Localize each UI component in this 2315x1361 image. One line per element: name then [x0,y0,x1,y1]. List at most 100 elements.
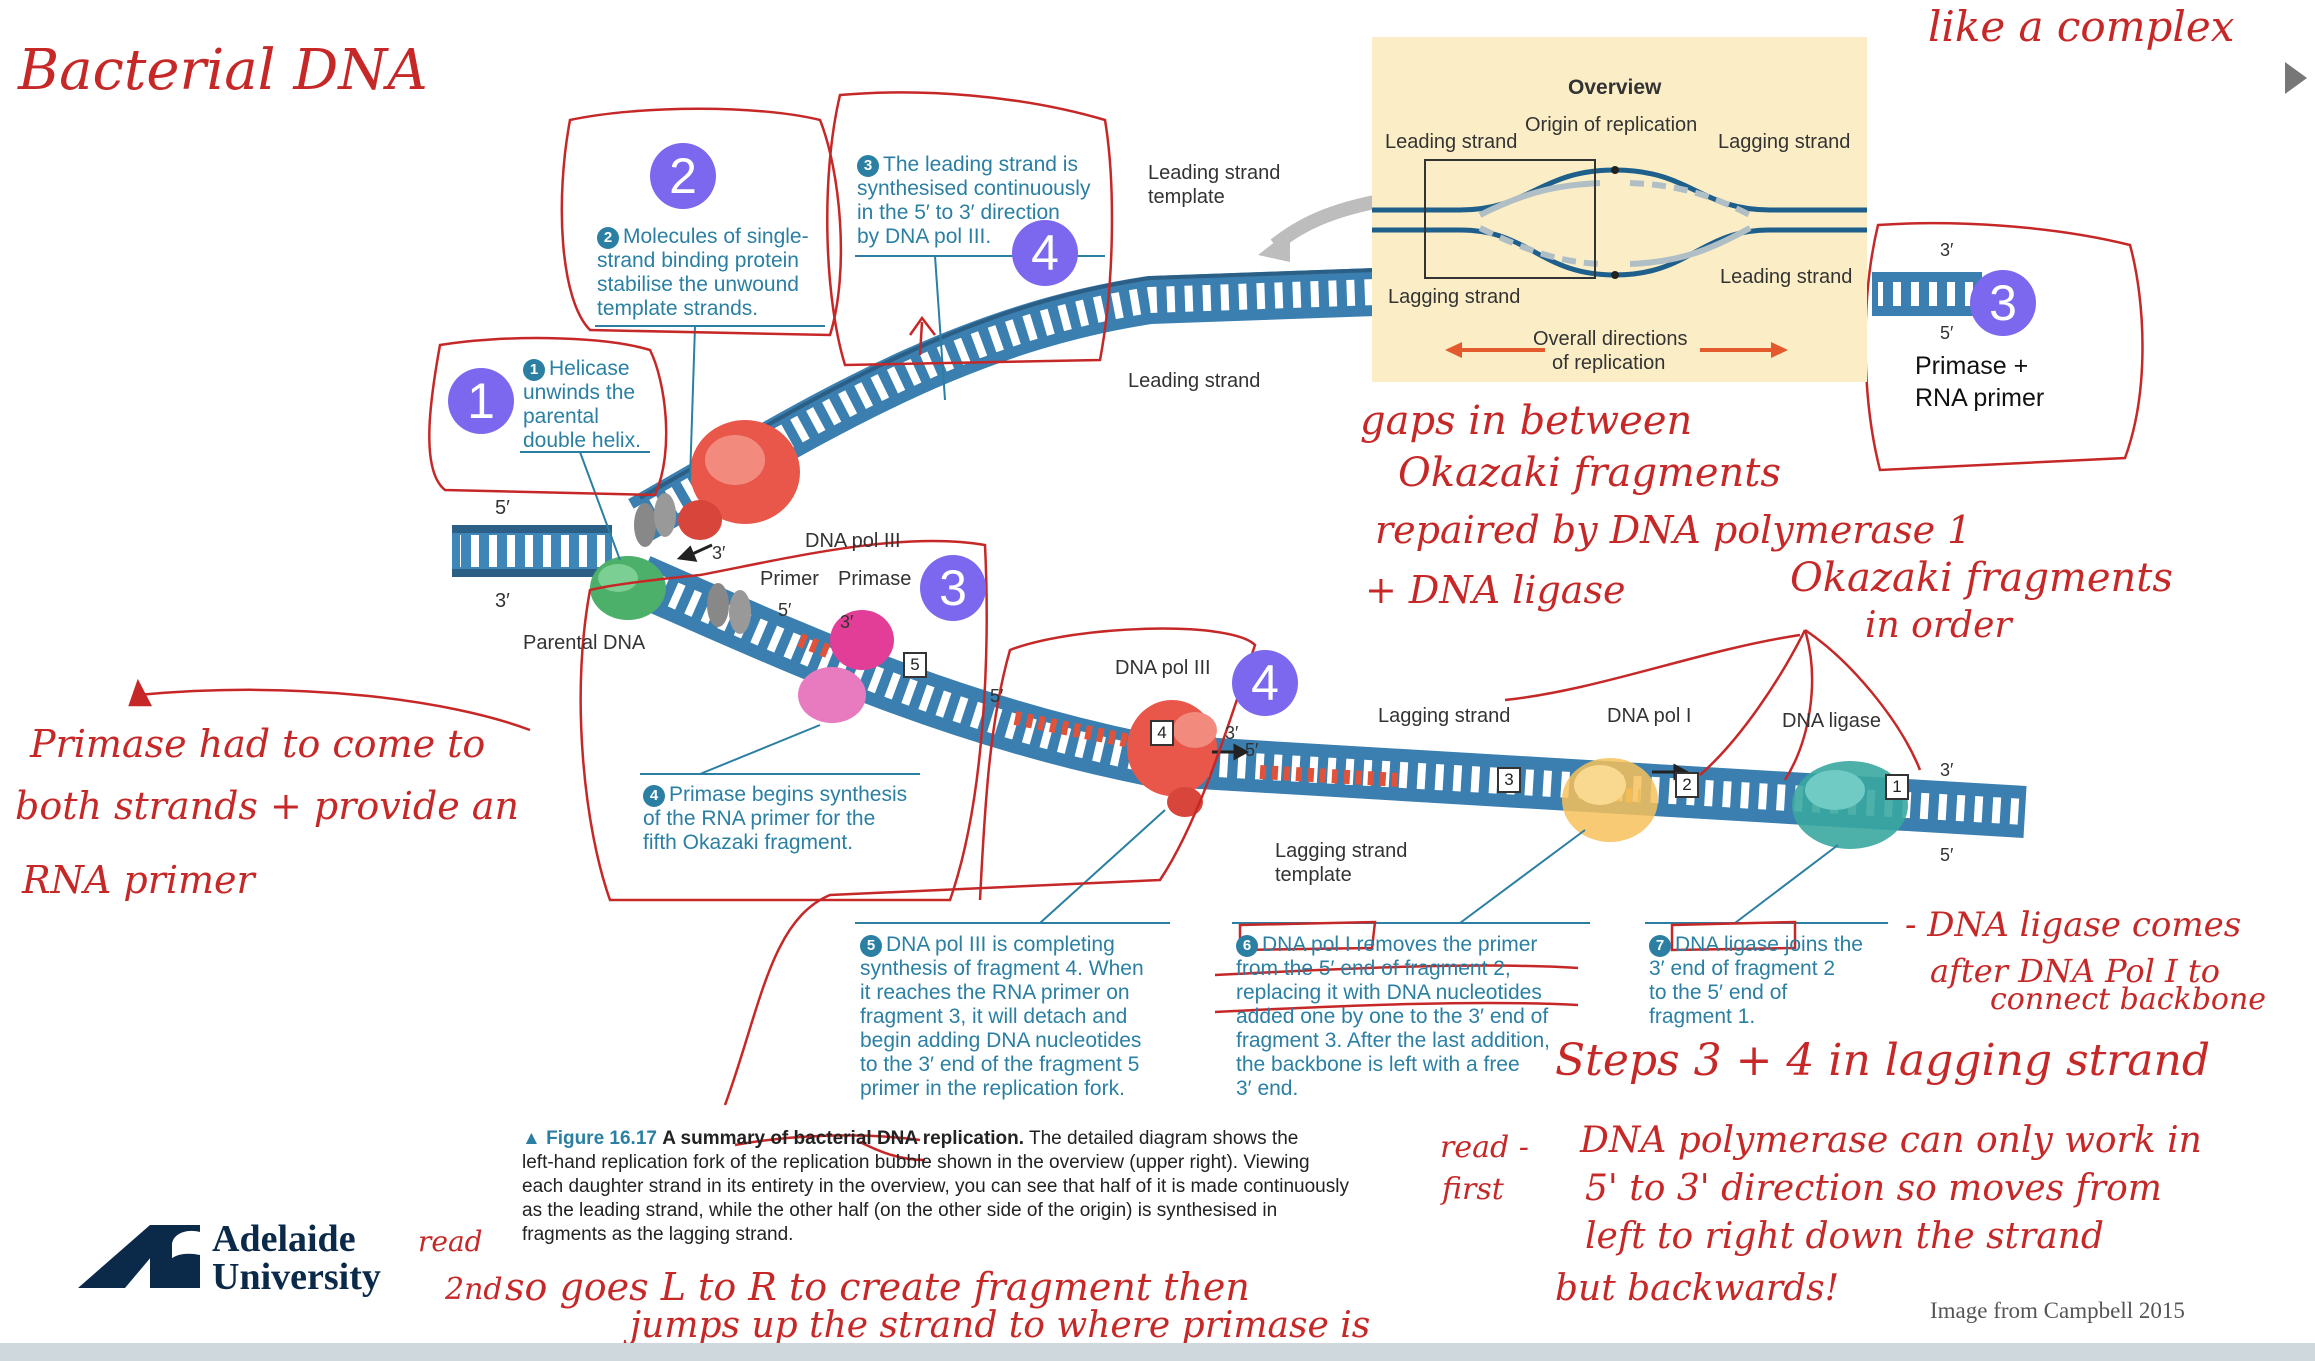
label-3prime-primase: 3′ [840,612,854,632]
label-5prime-lagging: 5′ [990,686,1004,706]
label-dna-ligase: DNA ligase [1782,710,1881,732]
label-5prime-top-right: 5′ [1940,323,1954,343]
dna-pol-iii-middle [1127,700,1217,817]
single-strand-binding-proteins [634,493,751,634]
step-2-number: 2 [597,227,619,249]
dna-pol-i [1562,758,1658,842]
fragment-number-1: 1 [1885,774,1909,800]
step-6-number: 6 [1236,935,1258,957]
dna-pol-iii-top [678,420,800,540]
figure-caption: ▲ Figure 16.17 A summary of bacterial DN… [522,1128,1349,1245]
label-primase: Primase [838,568,912,590]
badge-4-top: 4 [1012,220,1078,286]
label-5prime-left: 5′ [495,497,510,519]
handwritten-top-right: like a complex [1928,2,2235,51]
label-5prime-primer: 5′ [778,600,792,620]
overview-title: Overview [1568,76,1662,99]
step-3-number: 3 [857,155,879,177]
label-leading-template-1: Leading strand [1148,162,1281,184]
helicase [590,556,666,620]
bottom-scroll-bar[interactable] [0,1343,2315,1361]
note-repaired-1: repaired by DNA polymerase 1 [1375,508,1972,552]
label-dna-pol-iii-top: DNA pol III [805,530,901,552]
step-4-number: 4 [643,785,665,807]
overview-directions-1: Overall directions [1533,328,1688,350]
label-5prime-right: 5′ [1940,845,1954,865]
label-lagging-template-2: template [1275,864,1352,886]
overview-directions-2: of replication [1552,352,1666,374]
note-ligase-2: after DNA Pol I to [1930,952,2220,990]
badge-1: 1 [448,368,514,434]
label-leading-template-2: template [1148,186,1225,208]
note-polymerase-3: left to right down the strand [1585,1216,2104,1257]
label-3prime-pol: 3′ [712,543,726,563]
note-primase-1: Primase had to come to [30,722,486,766]
step-7-number: 7 [1649,935,1671,957]
image-credit: Image from Campbell 2015 [1930,1298,2185,1323]
overview-lagging-left: Lagging strand [1388,286,1521,308]
fragment-number-4: 4 [1150,720,1174,746]
label-parental-dna: Parental DNA [523,632,646,654]
note-primase-2: both strands + provide an [15,784,519,828]
primase [798,610,894,723]
note-repaired-2: + DNA ligase [1365,568,1626,612]
handwritten-title: Bacterial DNA [18,38,428,103]
badge-2: 2 [650,143,716,209]
badge-4-middle: 4 [1232,650,1298,716]
overview-arrow [1270,193,1387,251]
overview-lagging-right: Lagging strand [1718,131,1851,153]
fragment-number-3: 3 [1497,767,1521,793]
adelaide-logo: Adelaide University [212,1220,381,1296]
note-okazaki-2: in order [1865,605,2012,646]
parental-dna [452,525,612,577]
note-read-2nd-2: 2nd [445,1272,503,1307]
note-polymerase-1: DNA polymerase can only work in [1580,1120,2202,1161]
note-primase-3: RNA primer [22,858,255,902]
label-3prime-left: 3′ [495,590,510,612]
label-3prime-right: 3′ [1940,760,1954,780]
fragment-number-5: 5 [903,652,927,678]
figure-title: A summary of bacterial DNA replication. [662,1128,1025,1149]
overview-origin: Origin of replication [1525,114,1698,136]
note-okazaki-1: Okazaki fragments [1790,555,2173,601]
label-dna-pol-iii-mid: DNA pol III [1115,657,1211,679]
adelaide-logo-mark [78,1225,200,1288]
label-primase-rna-2: RNA primer [1915,384,2045,412]
label-lagging-strand: Lagging strand [1378,705,1511,727]
note-polymerase-2: 5' to 3' direction so moves from [1585,1168,2162,1209]
note-read-first-1: read - [1440,1130,1529,1165]
note-ligase-1: - DNA ligase comes [1905,905,2242,945]
label-3prime-mid: 3′ [1225,723,1239,743]
step-1-number: 1 [523,359,545,381]
note-read-first-2: first [1442,1172,1504,1207]
label-5prime-mid: 5′ [1245,740,1259,760]
label-primase-rna-1: Primase + [1915,352,2029,380]
note-gaps-1: gaps in between [1360,398,1693,444]
figure-number: ▲ Figure 16.17 [522,1128,657,1149]
overview-leading-left: Leading strand [1385,131,1518,153]
label-3prime-top-right: 3′ [1940,240,1954,260]
logo-line-2: University [212,1256,381,1298]
fragment-number-2: 2 [1675,772,1699,798]
play-icon[interactable] [2285,62,2307,94]
note-read-2nd-1: read [418,1225,483,1258]
label-dna-pol-i: DNA pol I [1607,705,1692,727]
step-5-number: 5 [860,935,882,957]
logo-line-1: Adelaide [212,1218,356,1260]
note-ligase-3: connect backbone [1990,982,2267,1017]
label-leading-strand: Leading strand [1128,370,1261,392]
note-gaps-2: Okazaki fragments [1398,450,1781,496]
note-bottom-2: jumps up the strand to where primase is [630,1305,1371,1346]
note-polymerase-4: but backwards! [1555,1268,1840,1309]
overview-leading-right: Leading strand [1720,266,1853,288]
label-primer: Primer [760,568,819,590]
badge-3-right: 3 [1970,270,2036,336]
note-bottom-1: so goes L to R to create fragment then [505,1265,1250,1309]
